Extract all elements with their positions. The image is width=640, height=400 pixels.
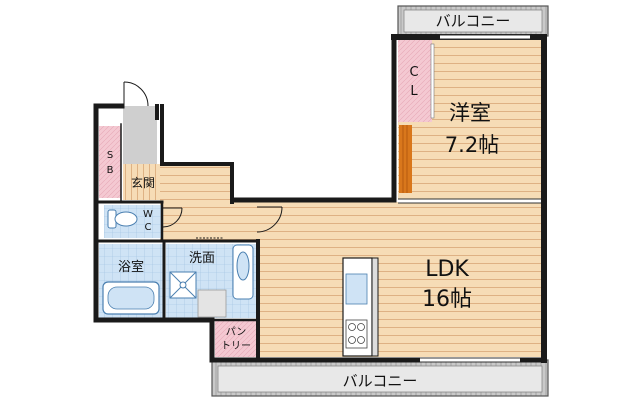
ldk-floor — [258, 202, 541, 357]
western-room-size: 7.2帖 — [445, 133, 499, 157]
bathtub — [102, 281, 160, 315]
pantry-label-1: パン — [226, 326, 247, 338]
entrance-label: 玄関 — [131, 175, 155, 190]
laundry-pan — [169, 271, 197, 299]
shoe-box-label-s: S — [107, 150, 113, 161]
window-bottom — [420, 357, 520, 363]
western-room-label: 洋室 — [449, 101, 491, 125]
window-top — [440, 34, 530, 40]
shoe-box-label-b: B — [107, 165, 114, 176]
toilet-label-w: W — [143, 209, 153, 220]
balcony-bottom-label: バルコニー — [343, 372, 418, 390]
hall-floor — [160, 164, 258, 240]
pantry — [215, 320, 258, 357]
washroom-mat — [197, 289, 227, 318]
washbasin — [232, 244, 254, 300]
toilet-fixture — [107, 209, 138, 229]
toilet-door — [162, 207, 183, 228]
balcony-top — [397, 5, 549, 37]
toilet-label-c: C — [145, 222, 152, 233]
stove — [345, 319, 368, 349]
balcony-top-label: バルコニー — [436, 12, 511, 30]
pantry-label-2: トリー — [221, 341, 251, 352]
bathroom-label: 浴室 — [118, 259, 144, 275]
labels: バルコニー バルコニー C L 洋室 7.2帖 LDK 16帖 S B 玄関 W… — [107, 12, 511, 390]
ldk-label: LDK — [425, 257, 469, 282]
closet-door-track — [430, 43, 435, 119]
walls — [93, 34, 547, 363]
entrance-door — [123, 81, 149, 107]
closet-label-l: L — [410, 84, 418, 99]
closet-label-c: C — [409, 65, 418, 80]
kitchen-counter — [342, 257, 379, 357]
closet — [398, 40, 432, 122]
washroom-label: 洗面 — [189, 251, 215, 266]
wood-accent — [399, 125, 412, 193]
ldk-door — [256, 206, 283, 233]
shoe-box — [99, 126, 121, 198]
entrance-step — [123, 164, 160, 200]
ldk-size: 16帖 — [422, 287, 472, 312]
sliding-partition — [398, 198, 541, 204]
